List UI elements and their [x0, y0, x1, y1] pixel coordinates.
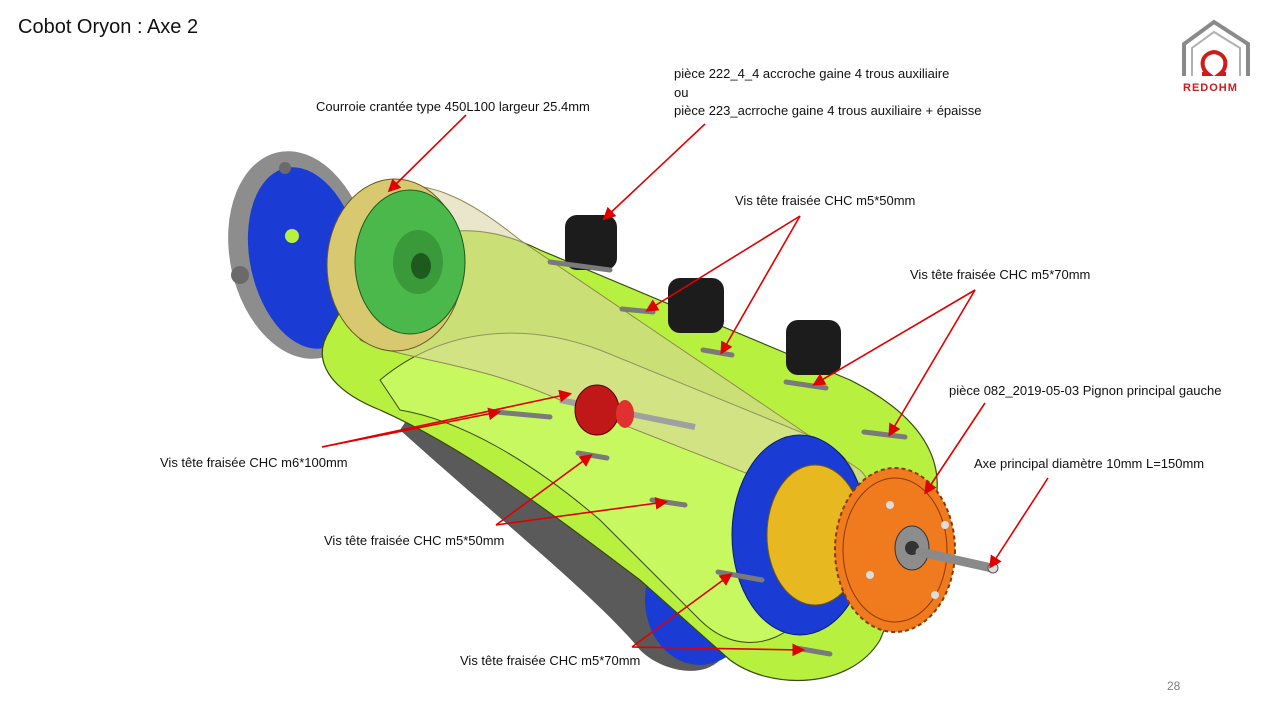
- label-vis-m5-70-bottom: Vis tête fraisée CHC m5*70mm: [460, 653, 641, 668]
- logo-text: REDOHM: [1183, 82, 1238, 94]
- page-number: 28: [1167, 679, 1181, 693]
- callout-arrows: [321, 114, 1049, 657]
- label-piece222-line2: ou: [674, 85, 689, 100]
- upper-pulley: [326, 178, 466, 352]
- label-piece082: pièce 082_2019-05-03 Pignon principal ga…: [949, 383, 1222, 398]
- label-vis-m6-100: Vis tête fraisée CHC m6*100mm: [160, 455, 348, 470]
- main-pinion-gear: [834, 467, 956, 633]
- redohm-logo: [1182, 19, 1250, 76]
- red-spacer: [559, 384, 696, 436]
- label-vis-m5-50-top: Vis tête fraisée CHC m5*50mm: [735, 193, 916, 208]
- cable-clips: [565, 215, 841, 375]
- label-vis-m5-70-right: Vis tête fraisée CHC m5*70mm: [910, 267, 1091, 282]
- label-piece223: pièce 223_acrroche gaine 4 trous auxilia…: [674, 103, 982, 118]
- label-axe-principal: Axe principal diamètre 10mm L=150mm: [974, 456, 1205, 471]
- label-courroie: Courroie crantée type 450L100 largeur 25…: [316, 99, 590, 114]
- label-vis-m5-50-bottom: Vis tête fraisée CHC m5*50mm: [324, 533, 505, 548]
- slide-title: Cobot Oryon : Axe 2: [18, 16, 199, 38]
- label-piece222-line1: pièce 222_4_4 accroche gaine 4 trous aux…: [674, 66, 950, 81]
